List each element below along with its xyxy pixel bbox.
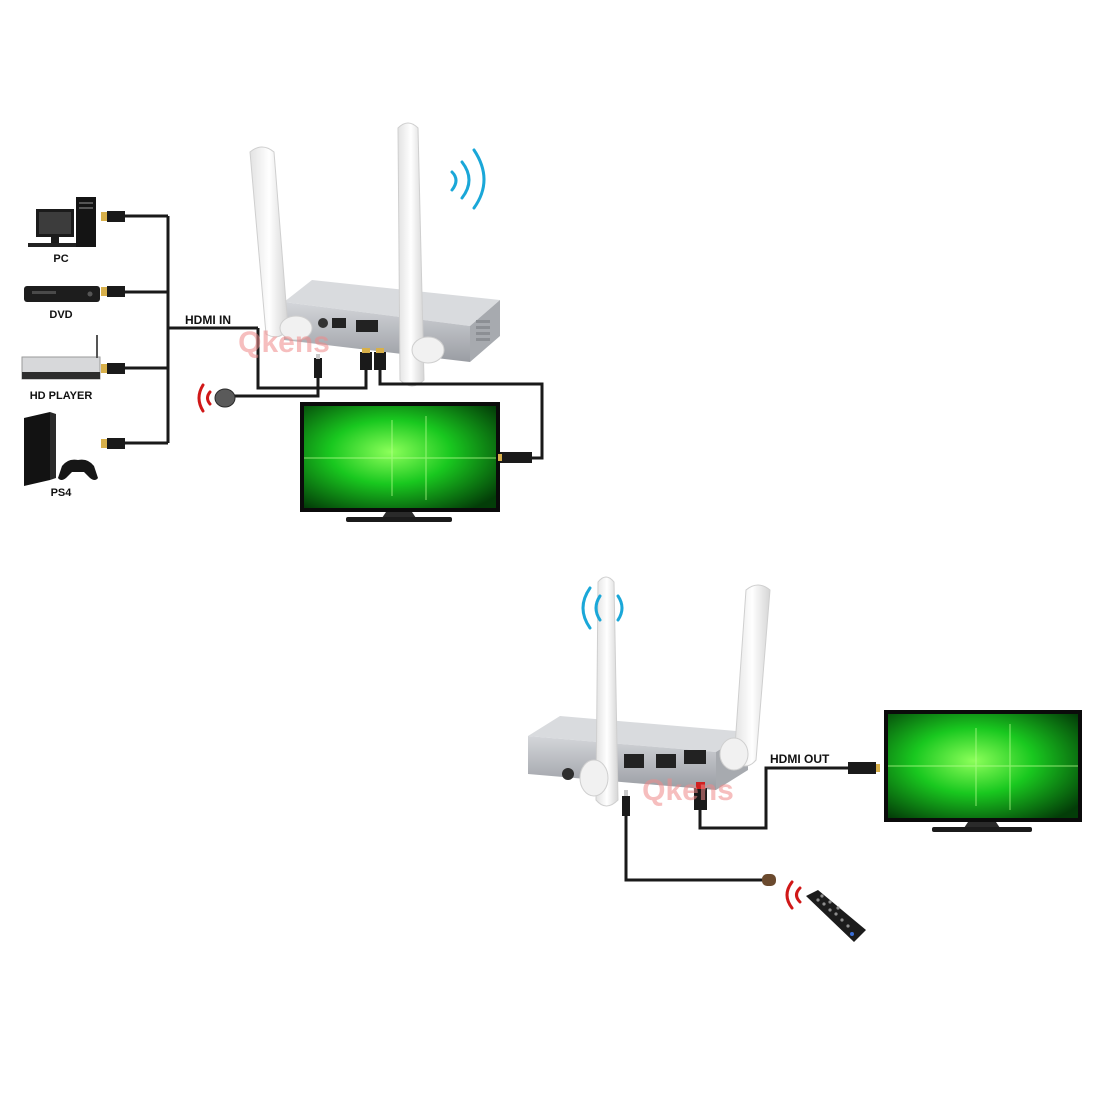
label-ps4: PS4 xyxy=(51,487,73,499)
source-cables xyxy=(125,214,258,445)
transmitter-hdmi-plugs xyxy=(314,348,386,378)
watermark-1: Qkens xyxy=(238,326,330,359)
receiver-antenna-right xyxy=(719,584,771,771)
label-pc: PC xyxy=(53,253,68,265)
pc-device xyxy=(28,197,96,247)
source-hdmi-plugs xyxy=(101,211,125,449)
hd-player-device xyxy=(21,335,101,380)
hdmi-out-label: HDMI OUT xyxy=(770,752,830,766)
label-dvd: DVD xyxy=(49,309,72,321)
transmitter-antenna-left xyxy=(249,146,313,341)
wifi-waves-icon xyxy=(450,148,486,210)
receiver-plugs xyxy=(622,762,880,816)
hdmi-in-label: HDMI IN xyxy=(185,313,231,327)
remote-control-icon xyxy=(806,890,866,942)
watermark-2: Qkens xyxy=(642,774,734,807)
ir-signal-icon xyxy=(785,880,802,910)
ir-receiver-icon xyxy=(214,388,236,408)
wifi-waves-icon xyxy=(581,586,624,630)
tv-display-2 xyxy=(884,710,1082,832)
ir-signal-icon xyxy=(197,383,212,413)
ps4-device xyxy=(24,412,98,486)
transmitter-cables xyxy=(234,328,544,460)
tv-display-1 xyxy=(300,402,532,522)
receiver-cables xyxy=(624,766,858,882)
ir-receiver-icon xyxy=(762,874,776,886)
transmitter-antenna-right xyxy=(397,122,445,387)
label-hd-player: HD PLAYER xyxy=(30,390,93,402)
receiver-antenna-left xyxy=(579,576,619,807)
dvd-device xyxy=(24,286,100,302)
